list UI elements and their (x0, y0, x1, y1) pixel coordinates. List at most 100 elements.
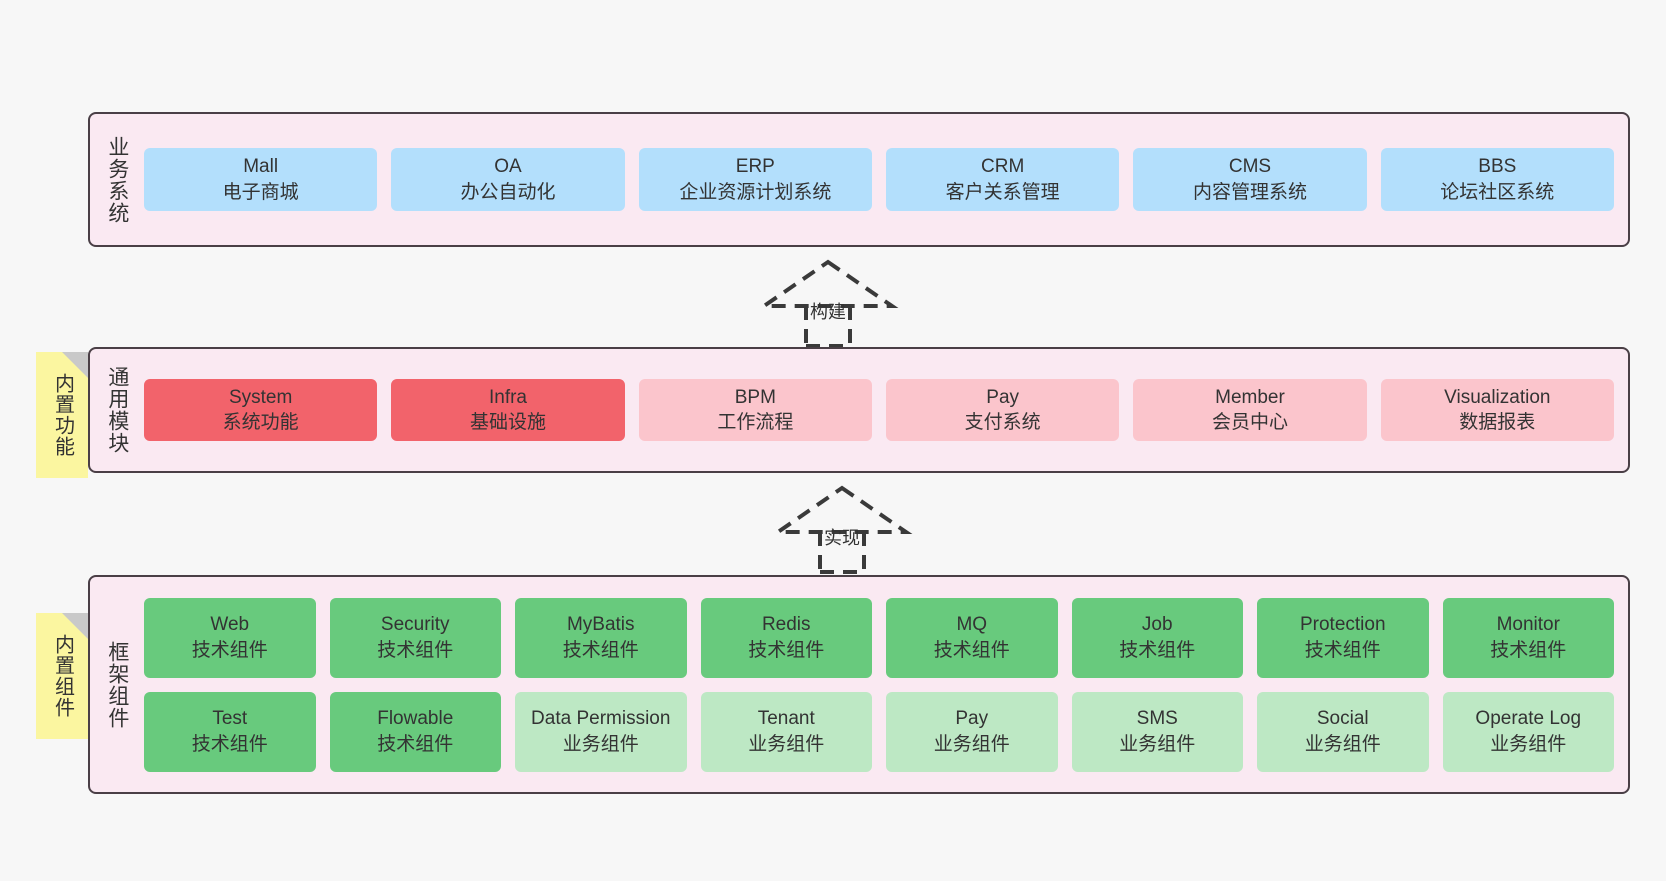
layer-common-modules[interactable]: 通用模块 System 系统功能 Infra 基础设施 BPM 工作流程 Pay… (88, 347, 1630, 473)
box-sms[interactable]: SMS 业务组件 (1071, 691, 1243, 772)
box-social[interactable]: Social 业务组件 (1257, 691, 1429, 772)
box-mq-title: MQ (956, 614, 988, 636)
box-security-subtitle: 技术组件 (377, 639, 454, 661)
box-sms-subtitle: 业务组件 (1119, 733, 1196, 755)
box-cms-subtitle: 内容管理系统 (1192, 181, 1307, 203)
box-visualization[interactable]: Visualization 数据报表 (1380, 378, 1614, 442)
box-web-title: Web (210, 614, 250, 636)
box-operate-log-title: Operate Log (1475, 708, 1582, 730)
connector-build-label: 构建 (810, 302, 846, 322)
arrow-stem (804, 306, 852, 348)
layer-label-common-modules: 通用模块 (105, 366, 129, 454)
box-oa-title: OA (494, 156, 522, 178)
box-pay-component[interactable]: Pay 业务组件 (886, 691, 1058, 772)
box-mybatis[interactable]: MyBatis 技术组件 (515, 597, 687, 678)
sticky-note-builtin-function-label: 内置功能 (51, 373, 74, 457)
box-mq[interactable]: MQ 技术组件 (886, 597, 1058, 678)
framework-row-business: Test 技术组件 Flowable 技术组件 Data Permission … (144, 691, 1614, 772)
box-redis-subtitle: 技术组件 (748, 639, 825, 661)
box-job-subtitle: 技术组件 (1119, 639, 1196, 661)
box-test[interactable]: Test 技术组件 (144, 691, 316, 772)
box-bbs-title: BBS (1478, 156, 1517, 178)
box-mq-subtitle: 技术组件 (933, 639, 1010, 661)
box-pay-component-title: Pay (955, 708, 989, 730)
layer-body-common-modules: System 系统功能 Infra 基础设施 BPM 工作流程 Pay 支付系统… (144, 349, 1628, 471)
box-security-title: Security (380, 614, 450, 636)
box-tenant[interactable]: Tenant 业务组件 (700, 691, 872, 772)
box-data-permission-title: Data Permission (531, 708, 671, 730)
box-operate-log[interactable]: Operate Log 业务组件 (1442, 691, 1614, 772)
box-mybatis-subtitle: 技术组件 (562, 639, 639, 661)
box-protection-title: Protection (1299, 614, 1386, 636)
box-protection-subtitle: 技术组件 (1304, 639, 1381, 661)
box-mybatis-title: MyBatis (566, 614, 635, 636)
box-cms-title: CMS (1228, 156, 1272, 178)
box-web-subtitle: 技术组件 (191, 639, 268, 661)
box-protection[interactable]: Protection 技术组件 (1257, 597, 1429, 678)
layer-body-business-systems: Mall 电子商城 OA 办公自动化 ERP 企业资源计划系统 CRM 客户关系… (144, 114, 1628, 245)
layer-label-framework-components: 框架组件 (105, 640, 129, 729)
box-mall[interactable]: Mall 电子商城 (144, 148, 378, 211)
box-web[interactable]: Web 技术组件 (144, 597, 316, 678)
box-operate-log-subtitle: 业务组件 (1490, 733, 1567, 755)
box-member-title: Member (1215, 386, 1285, 408)
box-bpm[interactable]: BPM 工作流程 (638, 378, 872, 442)
box-visualization-title: Visualization (1444, 386, 1551, 408)
box-social-title: Social (1316, 708, 1369, 730)
arrow-head-triangle (771, 485, 913, 534)
box-monitor-subtitle: 技术组件 (1490, 639, 1567, 661)
layer-label-business-systems: 业务系统 (105, 135, 129, 224)
sticky-note-builtin-component-label: 内置组件 (51, 634, 74, 718)
box-infra-subtitle: 基础设施 (469, 412, 546, 433)
layer-body-framework-components: Web 技术组件 Security 技术组件 MyBatis 技术组件 Redi… (144, 577, 1628, 792)
sticky-note-builtin-function: 内置功能 (36, 352, 88, 478)
box-member-subtitle: 会员中心 (1211, 412, 1288, 433)
box-pay-module[interactable]: Pay 支付系统 (885, 378, 1120, 442)
arrow-head-triangle (757, 259, 899, 308)
box-tenant-subtitle: 业务组件 (748, 733, 825, 755)
box-data-permission-subtitle: 业务组件 (562, 733, 639, 755)
box-pay-component-subtitle: 业务组件 (933, 733, 1010, 755)
box-cms[interactable]: CMS 内容管理系统 (1133, 148, 1367, 211)
box-crm[interactable]: CRM 客户关系管理 (885, 148, 1120, 211)
box-test-title: Test (212, 708, 248, 730)
box-erp-title: ERP (735, 156, 775, 178)
box-job-title: Job (1141, 614, 1173, 636)
box-infra-title: Infra (488, 386, 527, 408)
box-flowable-title: Flowable (377, 708, 454, 730)
box-pay-module-title: Pay (986, 386, 1020, 408)
box-redis[interactable]: Redis 技术组件 (700, 597, 872, 678)
box-flowable-subtitle: 技术组件 (377, 733, 454, 755)
box-crm-title: CRM (981, 156, 1025, 178)
box-erp[interactable]: ERP 企业资源计划系统 (638, 148, 872, 211)
box-bbs[interactable]: BBS 论坛社区系统 (1380, 148, 1614, 211)
box-security[interactable]: Security 技术组件 (329, 597, 501, 678)
connector-build: 构建 (757, 258, 899, 348)
box-redis-title: Redis (761, 614, 811, 636)
box-erp-subtitle: 企业资源计划系统 (679, 181, 832, 203)
box-system-subtitle: 系统功能 (222, 412, 299, 433)
box-monitor[interactable]: Monitor 技术组件 (1442, 597, 1614, 678)
box-monitor-title: Monitor (1496, 614, 1560, 636)
box-social-subtitle: 业务组件 (1304, 733, 1381, 755)
box-tenant-title: Tenant (757, 708, 815, 730)
box-system[interactable]: System 系统功能 (144, 378, 378, 442)
box-data-permission[interactable]: Data Permission 业务组件 (515, 691, 687, 772)
box-infra[interactable]: Infra 基础设施 (391, 378, 625, 442)
box-flowable[interactable]: Flowable 技术组件 (329, 691, 501, 772)
box-oa-subtitle: 办公自动化 (460, 181, 556, 203)
box-visualization-subtitle: 数据报表 (1459, 412, 1536, 433)
box-mall-title: Mall (243, 156, 279, 178)
box-job[interactable]: Job 技术组件 (1071, 597, 1243, 678)
arrow-stem (818, 532, 866, 574)
box-pay-module-subtitle: 支付系统 (964, 412, 1041, 433)
connector-implement-label: 实现 (824, 528, 860, 548)
layer-framework-components[interactable]: 框架组件 Web 技术组件 Security 技术组件 MyBatis 技术组件… (88, 575, 1630, 794)
layer-business-systems[interactable]: 业务系统 Mall 电子商城 OA 办公自动化 ERP 企业资源计划系统 CRM… (88, 112, 1630, 247)
box-test-subtitle: 技术组件 (191, 733, 268, 755)
connector-implement: 实现 (771, 484, 913, 574)
box-member[interactable]: Member 会员中心 (1133, 378, 1367, 442)
box-bpm-title: BPM (734, 386, 776, 408)
box-oa[interactable]: OA 办公自动化 (391, 148, 625, 211)
